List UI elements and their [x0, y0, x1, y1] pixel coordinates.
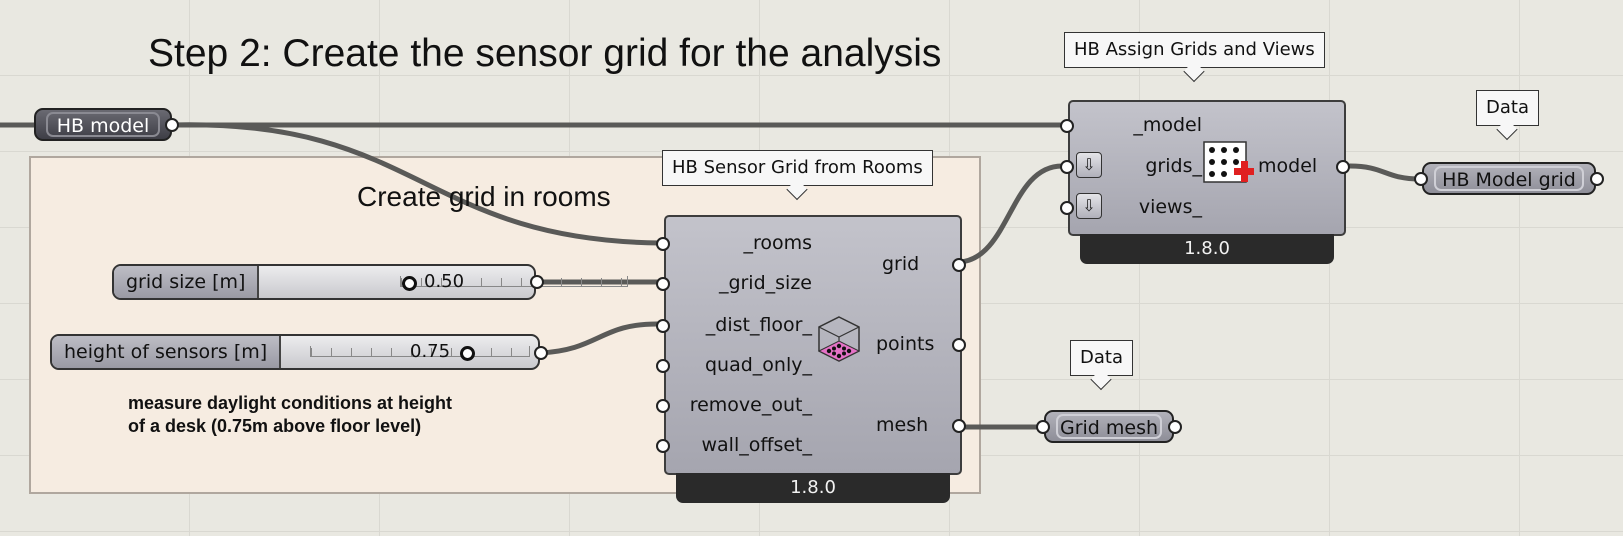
input-rooms: _rooms — [743, 232, 812, 254]
sensor-grid-tooltip: HB Sensor Grid from Rooms — [662, 150, 933, 186]
assign-grids-version: 1.8.0 — [1080, 234, 1334, 264]
height-knob[interactable] — [460, 346, 475, 361]
output-points: points — [876, 333, 935, 355]
height-slider[interactable]: height of sensors [m] 0.75 — [50, 334, 540, 370]
grid-size-label: grid size [m] — [114, 266, 260, 298]
input-views: views_ — [1138, 196, 1202, 218]
model-grid-tooltip: Data — [1476, 90, 1539, 126]
model-grid-label: HB Model grid — [1434, 166, 1584, 191]
port-grid-mesh-in[interactable] — [1036, 420, 1050, 434]
sensor-grid-cube-icon — [817, 316, 861, 362]
grids-flatten-icon[interactable]: ⇩ — [1076, 152, 1102, 178]
views-flatten-icon[interactable]: ⇩ — [1076, 193, 1102, 219]
port-model-grid-out[interactable] — [1590, 172, 1604, 186]
port-model-grid-in[interactable] — [1414, 172, 1428, 186]
port-height-out[interactable] — [534, 346, 548, 360]
hb-model-param[interactable]: HB model — [34, 108, 172, 141]
note-line-2: of a desk (0.75m above floor level) — [128, 416, 422, 436]
height-track — [310, 346, 530, 357]
assign-grids-icon — [1203, 141, 1254, 183]
port-grids-in[interactable] — [1060, 160, 1074, 174]
grid-mesh-label: Grid mesh — [1056, 414, 1162, 439]
port-grid-mesh-out[interactable] — [1168, 420, 1182, 434]
input-model: _model — [1133, 114, 1202, 136]
page-title: Step 2: Create the sensor grid for the a… — [148, 32, 942, 75]
note-line-1: measure daylight conditions at height — [128, 393, 453, 413]
grid-size-value: 0.50 — [424, 271, 465, 292]
sensor-grid-version: 1.8.0 — [676, 473, 950, 503]
port-model-out[interactable] — [1336, 160, 1350, 174]
port-remove-out-in[interactable] — [656, 399, 670, 413]
grid-mesh-param[interactable]: Grid mesh — [1044, 410, 1174, 443]
input-remove-out: remove_out_ — [689, 394, 812, 416]
assign-grids-tooltip: HB Assign Grids and Views — [1064, 32, 1325, 68]
port-dist-floor-in[interactable] — [656, 319, 670, 333]
note-text: measure daylight conditions at height of… — [128, 392, 548, 438]
port-points-out[interactable] — [952, 338, 966, 352]
assign-grids-component[interactable]: 1.8.0 _model grids_ views_ ⇩ ⇩ model — [1060, 100, 1350, 266]
input-quad-only: quad_only_ — [705, 354, 812, 376]
port-hbmodel-out[interactable] — [165, 118, 179, 132]
input-wall-offset: wall_offset_ — [701, 434, 813, 456]
port-gridsize-out[interactable] — [530, 275, 544, 289]
port-grid-size-in[interactable] — [656, 277, 670, 291]
input-dist-floor: _dist_floor_ — [705, 314, 812, 336]
model-grid-param[interactable]: HB Model grid — [1422, 162, 1596, 195]
height-label: height of sensors [m] — [52, 336, 282, 368]
grid-size-slider[interactable]: grid size [m] 0.50 — [112, 264, 628, 300]
port-mesh-out[interactable] — [952, 419, 966, 433]
output-mesh: mesh — [876, 414, 929, 436]
output-model: model — [1258, 155, 1318, 177]
port-quad-only-in[interactable] — [656, 359, 670, 373]
port-views-in[interactable] — [1060, 201, 1074, 215]
output-grid: grid — [882, 253, 920, 275]
port-model-in[interactable] — [1060, 119, 1074, 133]
grid-size-knob[interactable] — [402, 276, 417, 291]
hb-model-label: HB model — [46, 112, 160, 137]
height-value: 0.75 — [410, 341, 451, 362]
port-wall-offset-in[interactable] — [656, 439, 670, 453]
input-grid-size: _grid_size — [718, 272, 812, 294]
sensor-grid-body[interactable] — [664, 215, 962, 475]
input-grids: grids_ — [1145, 155, 1202, 177]
port-grid-out[interactable] — [952, 258, 966, 272]
grid-mesh-tooltip: Data — [1070, 340, 1133, 376]
group-label: Create grid in rooms — [357, 181, 611, 212]
sensor-grid-component[interactable]: 1.8.0 _rooms _grid_size _dist_floor_ qua… — [656, 215, 966, 505]
port-rooms-in[interactable] — [656, 237, 670, 251]
wire-model-out — [1347, 163, 1423, 182]
